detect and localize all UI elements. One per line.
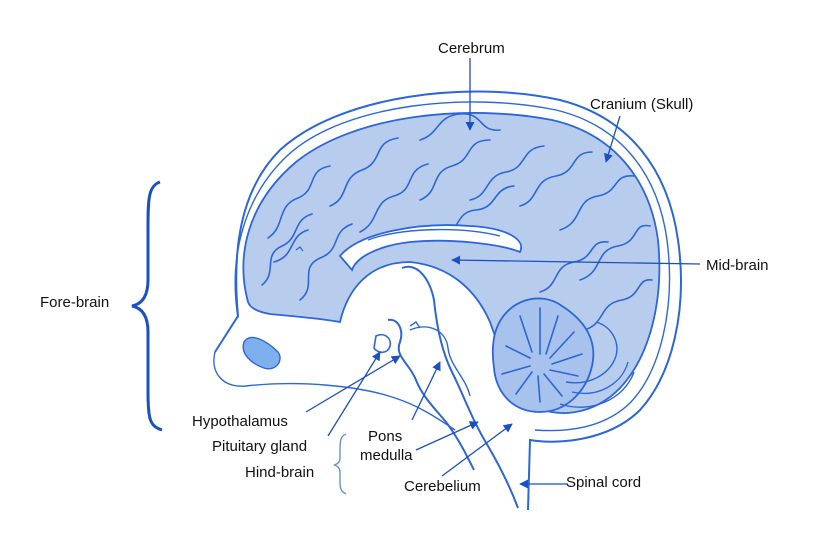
leader-pons	[411, 361, 441, 421]
ventricle-line	[367, 228, 501, 241]
label-pons: Pons	[368, 428, 403, 445]
label-medulla: medulla	[360, 447, 413, 464]
brainstem-front-outline	[387, 318, 475, 471]
tiny-mark-1	[295, 246, 304, 252]
leader-pituitary	[327, 351, 381, 437]
pituitary-shape	[373, 333, 392, 354]
fore-brain-brace	[131, 180, 163, 432]
label-hypothalamus: Hypothalamus	[192, 413, 288, 430]
leader-hypothalamus	[305, 355, 401, 413]
leader-cranium	[604, 115, 621, 163]
skull-outline	[214, 90, 682, 511]
label-cerebrum: Cerebrum	[438, 40, 505, 57]
thalamus-outline	[409, 326, 471, 397]
cerebellum-shape	[491, 297, 635, 413]
label-fore-brain: Fore-brain	[40, 294, 110, 311]
label-mid-brain: Mid-brain	[706, 257, 769, 274]
eye-shape	[242, 336, 281, 370]
label-hind-brain: Hind-brain	[245, 464, 315, 481]
leader-cerebelium	[441, 423, 513, 477]
face-outline	[213, 351, 456, 431]
hind-brain-brace	[333, 433, 347, 495]
brainstem-outline	[401, 265, 519, 509]
corpus-callosum	[338, 224, 523, 272]
label-pituitary-gland: Pituitary gland	[212, 438, 308, 455]
tiny-mark-2	[409, 321, 421, 329]
leader-mid-brain	[451, 255, 701, 265]
label-spinal-cord: Spinal cord	[566, 474, 642, 491]
label-cerebelium: Cerebelium	[404, 478, 481, 495]
skull-inner-outline	[234, 101, 671, 432]
leader-medulla	[415, 421, 479, 451]
label-cranium: Cranium (Skull)	[590, 96, 694, 113]
